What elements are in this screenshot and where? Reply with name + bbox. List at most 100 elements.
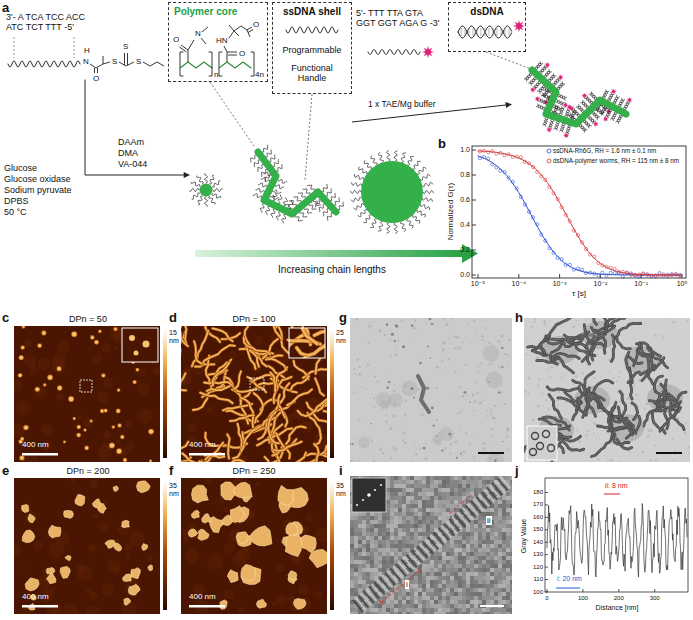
chemical-bond [97,68,98,73]
dna-strand [616,115,622,122]
afm-particle [73,418,75,420]
dna-strand [412,215,420,223]
noise-cell [430,484,434,488]
noise-cell [434,500,438,504]
noise-cell [402,500,406,504]
noise-cell [410,484,414,488]
afm-texture [272,602,276,606]
dna-strand [355,175,364,180]
chemical-bond [228,55,237,56]
worm [241,398,253,427]
dna-strand [540,66,546,74]
tem-texture [379,330,382,333]
tem-texture [358,460,359,461]
tem-texture [468,442,470,444]
dna-strand [584,120,590,128]
noise-cell [446,484,450,488]
dna-strand [204,197,207,207]
noise-cell [446,504,450,508]
afm-particle [285,533,301,557]
dna-strand [548,76,556,82]
worm [230,415,254,421]
tem-texture [421,354,422,355]
dna-strand [8,61,80,67]
worm [552,354,579,361]
afm-particle [20,345,25,350]
tem-texture [359,373,361,375]
tick [478,274,479,278]
afm-texture [129,531,145,547]
legend-marker [547,149,551,153]
noise-cell [390,480,394,484]
afm-particle [101,373,105,377]
noise-cell [430,496,434,500]
dna-strand [554,106,559,114]
worm [274,326,282,339]
afm-particle [148,565,153,571]
noise-cell [390,488,394,492]
tem-texture [501,385,503,387]
worm [584,372,594,388]
dna-strand [420,205,429,210]
dna-strand [566,125,570,134]
afm-texture [117,440,121,444]
worm [271,373,276,392]
dna-strand [261,178,270,182]
afm-particle [46,574,56,584]
noise-cell [422,480,426,484]
tem-texture [620,371,622,373]
tem-particle [413,397,415,399]
afm-texture [50,603,62,614]
tem-texture [491,409,493,411]
worm [181,373,185,391]
tem-texture [356,318,359,321]
tem-texture [618,461,620,462]
tem-texture [385,420,388,423]
dna-strand [548,119,553,127]
dna-strand [565,125,570,133]
dna-strand [289,201,296,207]
afm-particle [122,520,130,527]
tem-texture [557,404,559,406]
worm [233,424,242,459]
tem-texture [405,399,408,402]
dna-strand [549,74,555,82]
dna-strand [209,196,216,204]
tem-texture [586,319,588,321]
noise-cell [434,480,438,484]
dna-strand [557,84,565,90]
tem-texture [548,369,550,371]
afm-particle [35,387,40,392]
dna-strand [294,197,302,203]
dna-strand [588,116,594,124]
noise-cell [394,504,398,508]
worm [254,393,263,422]
tem-particle [352,443,354,445]
afm-texture [138,409,153,424]
tem-texture [381,445,382,446]
scale-bar [189,605,225,608]
noise-cell [422,504,426,508]
tem-texture [472,394,475,397]
afm-image [181,478,327,614]
afm-particle [64,441,66,443]
tem-texture [368,376,369,377]
afm-texture [224,543,235,554]
noise-cell [398,492,402,496]
tick [472,200,476,201]
tem-texture [415,447,416,448]
afm-texture [57,340,70,353]
dna-strand [198,196,203,205]
afm-particle [143,341,150,348]
dna-strand [401,153,405,163]
noise-cell [398,496,402,500]
dna-strand [351,197,361,202]
noise-cell [390,492,394,496]
afm-particle [133,381,136,384]
worm [286,426,306,444]
tem-texture [633,384,635,386]
tem-texture [586,430,588,432]
guide-line [74,37,75,58]
worm [195,364,214,367]
afm-particle [77,426,80,429]
